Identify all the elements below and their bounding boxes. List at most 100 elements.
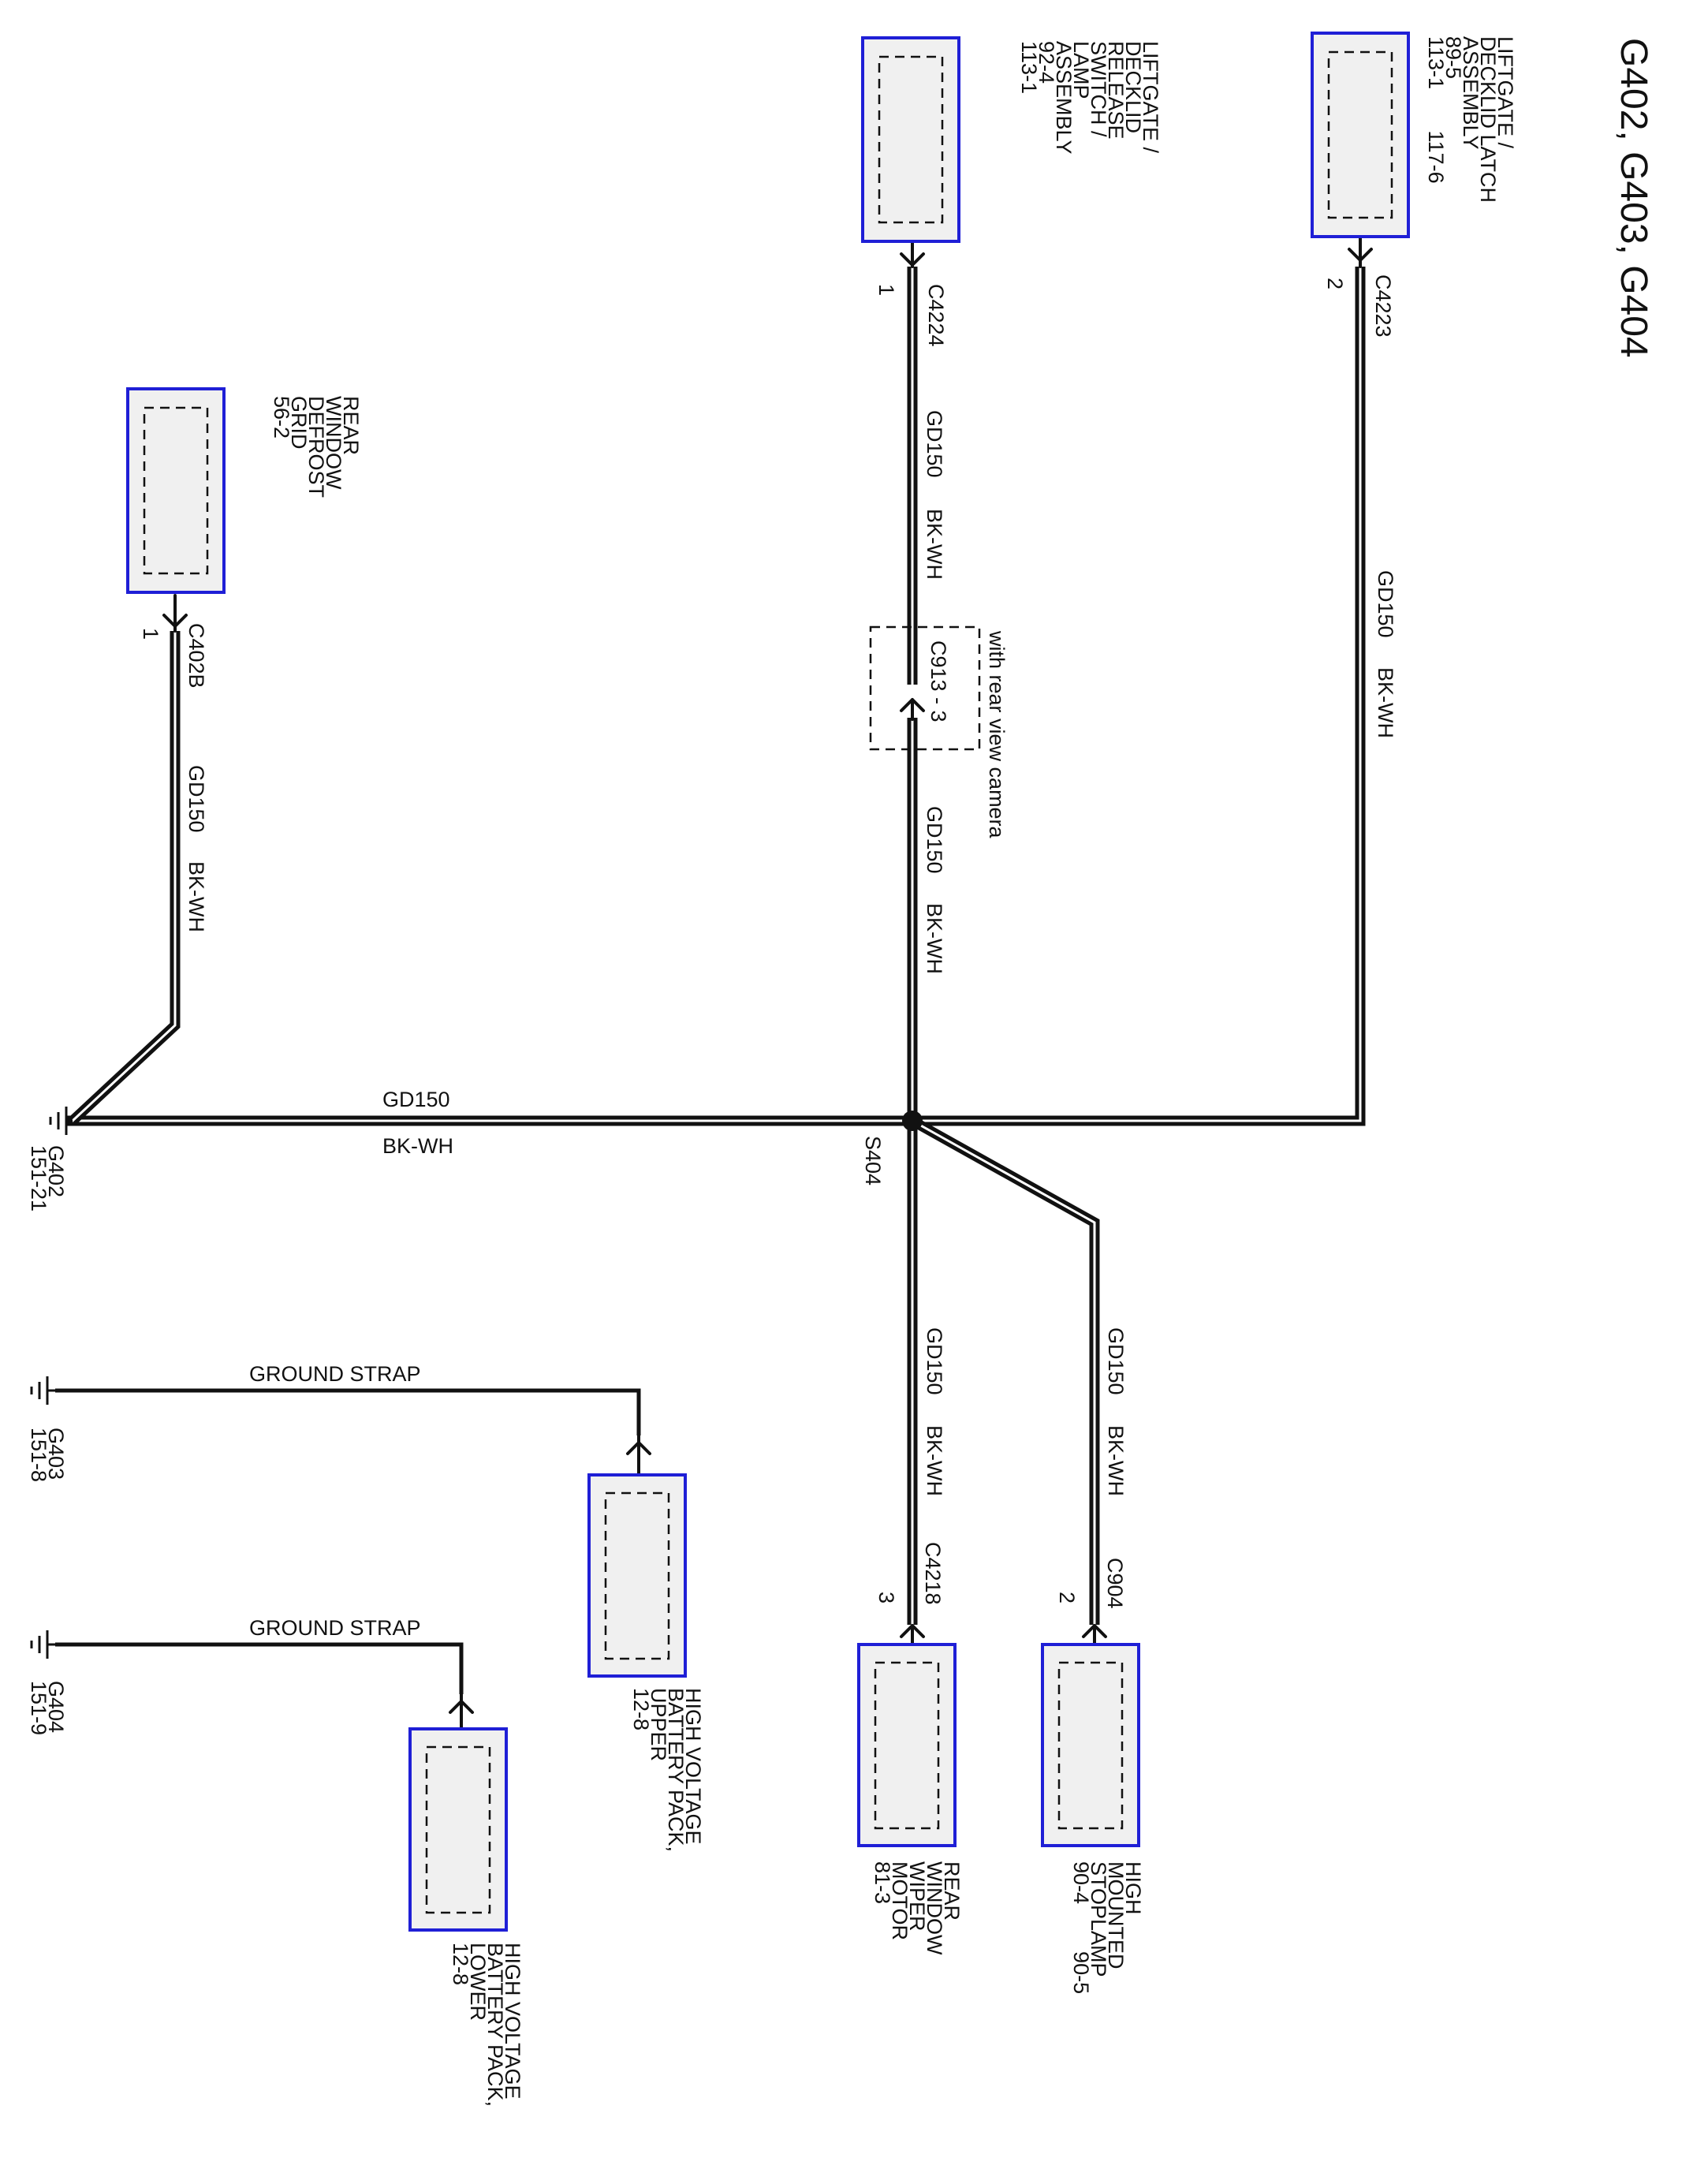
splice-s404-dot	[902, 1111, 923, 1131]
label-line: 12-8	[629, 1688, 653, 1730]
label-line: REAR	[339, 396, 363, 455]
label-line: WINDOW	[923, 1861, 946, 1955]
circuit-id-label: GD150	[185, 765, 208, 833]
component-liftgate-release-switch[interactable]	[861, 36, 960, 243]
ground-label-g404-ref: 151-9	[27, 1681, 50, 1735]
label-line: DEFROST	[304, 396, 328, 498]
ground-label-g403-name: G403	[44, 1428, 68, 1480]
wire-main-bus-inner	[66, 267, 1362, 1122]
wire-defrost-branch-inner	[71, 631, 177, 1122]
connector-label-c913: C913 - 3	[927, 640, 950, 722]
component-liftgate-latch[interactable]	[1311, 32, 1410, 238]
label-line: HIGH VOLTAGE	[501, 1943, 524, 2100]
label-line: 81-3	[871, 1861, 894, 1904]
label-line: MOUNTED	[1104, 1861, 1128, 1969]
label-line: LAMP	[1069, 41, 1093, 99]
label-line: ASSEMBLY	[1052, 41, 1076, 155]
circuit-color-label: BK-WH	[923, 509, 946, 580]
circuit-id-label: GD150	[923, 410, 946, 478]
label-rear-window-wiper: REAR WINDOW WIPER MOTOR 81-3	[871, 1861, 964, 1955]
component-rear-window-defrost[interactable]	[126, 387, 226, 594]
label-line: WIPER	[905, 1861, 929, 1932]
circuit-id-label: GD150	[1374, 570, 1397, 638]
component-high-mounted-stoplamp[interactable]	[1041, 1643, 1140, 1847]
connector-label-c4224: C4224	[924, 284, 948, 347]
connector-label-c4218: C4218	[921, 1542, 945, 1605]
ground-strap-g404	[55, 1642, 464, 1694]
circuit-id-label-bus: GD150	[382, 1088, 450, 1111]
label-line: 12-8	[449, 1943, 472, 1985]
circuit-color-label-bus: BK-WH	[382, 1134, 453, 1158]
label-line: 113-1 117-6	[1424, 36, 1448, 184]
pin-arrow-c4223	[1348, 237, 1373, 268]
label-line: STOPLAMP	[1087, 1861, 1110, 1977]
label-line: MOTOR	[888, 1861, 912, 1940]
circuit-id-label: GD150	[923, 806, 946, 874]
label-line: SWITCH /	[1087, 41, 1110, 137]
pin-arrow-c4224	[900, 241, 925, 268]
ground-strap-g403	[55, 1388, 641, 1435]
pin-label-c4218: 3	[875, 1592, 898, 1603]
option-note-c913: with rear view camera	[985, 630, 1009, 839]
label-line: 113-1	[1017, 41, 1041, 94]
label-line: BATTERY PACK,	[483, 1943, 507, 2107]
ground-label-g403-ref: 151-8	[27, 1428, 50, 1482]
pin-arrow-hv-upper	[626, 1434, 651, 1476]
label-line: 89-5	[1441, 36, 1465, 79]
pin-label-c4224: 1	[875, 284, 898, 296]
connector-label-c904: C904	[1103, 1558, 1127, 1609]
wire-defrost-branch	[69, 631, 181, 1125]
component-hv-battery-upper[interactable]	[587, 1473, 687, 1678]
ground-symbol-g404	[30, 1630, 55, 1659]
wire-splice-to-stoplamp-inner	[912, 1119, 1096, 1625]
splice-label-s404: S404	[861, 1136, 885, 1185]
circuit-color-label: BK-WH	[185, 861, 208, 932]
component-rear-window-wiper[interactable]	[857, 1643, 957, 1847]
label-line: 90-4 90-5	[1069, 1861, 1093, 1994]
label-line: DECKLID	[1121, 41, 1145, 133]
pin-arrow-c913	[900, 698, 925, 721]
pin-label-c904: 2	[1055, 1592, 1079, 1603]
ground-label-g404-name: G404	[44, 1681, 68, 1733]
component-hv-battery-lower[interactable]	[408, 1727, 508, 1932]
pin-markers	[162, 237, 1373, 1730]
label-line: REAR	[940, 1861, 964, 1921]
label-high-mounted-stoplamp: HIGH MOUNTED STOPLAMP 90-4 90-5	[1069, 1861, 1145, 1994]
label-liftgate-latch: LIFTGATE / DECKLID LATCH ASSEMBLY 89-5 1…	[1424, 36, 1517, 203]
circuit-color-label: BK-WH	[1374, 667, 1397, 738]
label-line: WINDOW	[322, 396, 345, 490]
connector-label-c4223: C4223	[1371, 274, 1395, 338]
wires	[55, 267, 1366, 1694]
label-line: LIFTGATE /	[1139, 41, 1162, 154]
pin-label-c4223: 2	[1323, 278, 1347, 289]
circuit-color-label: BK-WH	[923, 903, 946, 974]
pin-arrow-c402b	[162, 594, 188, 633]
label-line: RELEASE	[1104, 41, 1128, 140]
label-line: HIGH	[1121, 1861, 1145, 1915]
ground-label-g402-ref: 151-21	[27, 1145, 50, 1211]
label-liftgate-release-switch: LIFTGATE / DECKLID RELEASE SWITCH / LAMP…	[1017, 41, 1162, 155]
circuit-id-label: GD150	[1104, 1327, 1128, 1395]
option-box-c913	[869, 625, 981, 751]
connector-label-c402b: C402B	[185, 623, 208, 689]
circuit-color-label: BK-WH	[1104, 1425, 1128, 1496]
label-line: 92-4	[1035, 41, 1058, 84]
ground-strap-label-g403: GROUND STRAP	[249, 1362, 421, 1386]
label-line: GRID	[287, 396, 311, 450]
label-line: UPPER	[647, 1688, 670, 1761]
label-hv-battery-lower: HIGH VOLTAGE BATTERY PACK, LOWER 12-8	[449, 1943, 524, 2107]
label-hv-battery-upper: HIGH VOLTAGE BATTERY PACK, UPPER 12-8	[629, 1688, 705, 1852]
ground-symbol-g402	[49, 1107, 73, 1135]
ground-label-g402-name: G402	[44, 1145, 68, 1197]
pin-label-c402b: 1	[139, 628, 162, 640]
wire-main-bus	[66, 267, 1366, 1126]
label-line: ASSEMBLY	[1459, 36, 1482, 150]
label-line: LIFTGATE /	[1494, 36, 1517, 149]
circuit-id-label: GD150	[923, 1327, 946, 1395]
label-line: BATTERY PACK,	[664, 1688, 688, 1852]
page-title: G402, G403, G404	[1613, 38, 1654, 358]
pin-arrow-c4218	[900, 1624, 925, 1646]
label-line: DECKLID LATCH	[1476, 36, 1500, 203]
ground-strap-label-g404: GROUND STRAP	[249, 1616, 421, 1640]
